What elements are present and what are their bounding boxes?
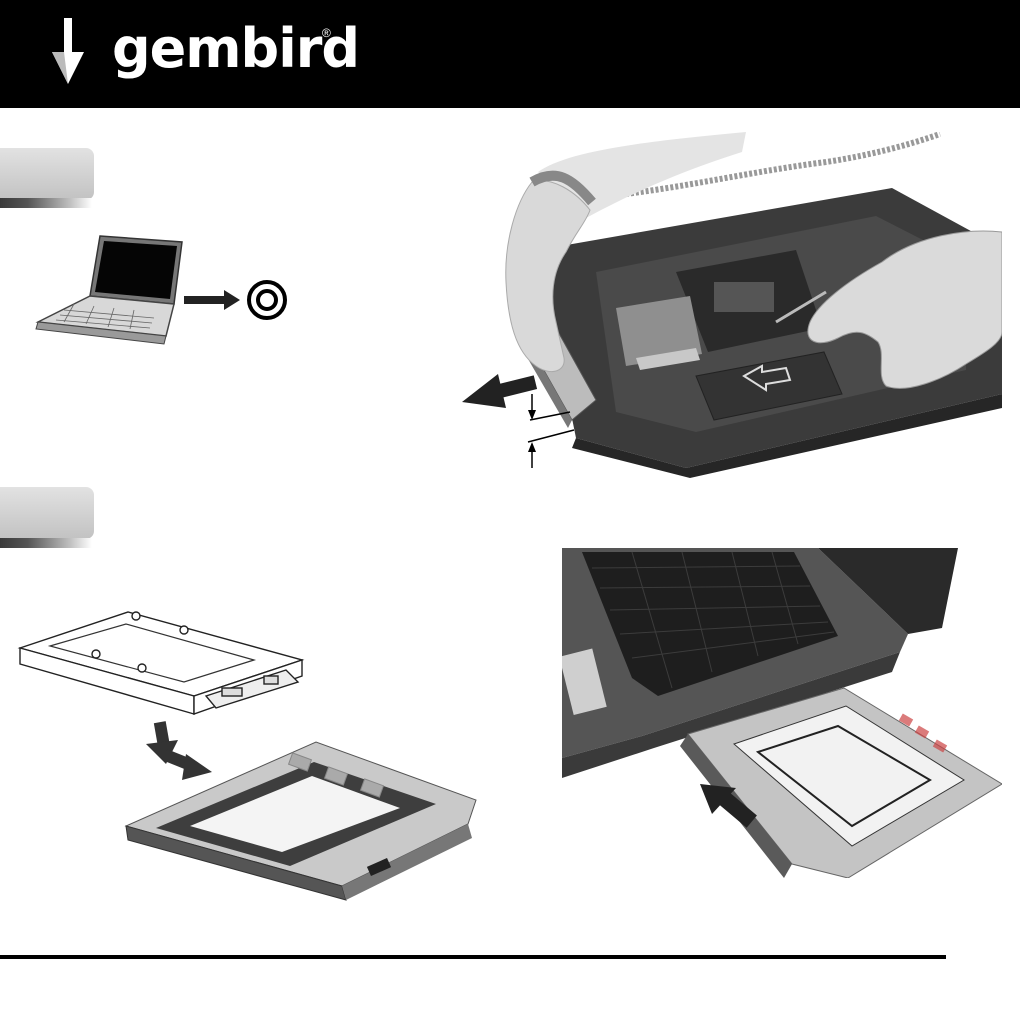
footer-divider [0, 955, 946, 959]
laptop-power-off-illustration [34, 232, 296, 350]
laptop-icon [36, 236, 182, 344]
brand-name: gembird [112, 14, 359, 84]
step-1-underline [0, 198, 92, 208]
step-2-underline [0, 538, 92, 548]
power-off-symbol-icon [249, 282, 285, 318]
step-1-tab [0, 148, 94, 200]
right-arrow-icon [184, 290, 240, 310]
step-2-tab [0, 487, 94, 539]
remove-optical-drive-photo [446, 132, 1002, 478]
hdd-into-caddy-illustration [16, 604, 486, 934]
right-arrow-icon [163, 749, 212, 780]
header-bar: gembird ® [0, 0, 1020, 108]
registered-mark: ® [322, 26, 331, 40]
insert-caddy-photo [562, 548, 1002, 878]
gembird-arrow-logo-icon [48, 18, 88, 86]
hard-drive-icon [20, 612, 302, 714]
